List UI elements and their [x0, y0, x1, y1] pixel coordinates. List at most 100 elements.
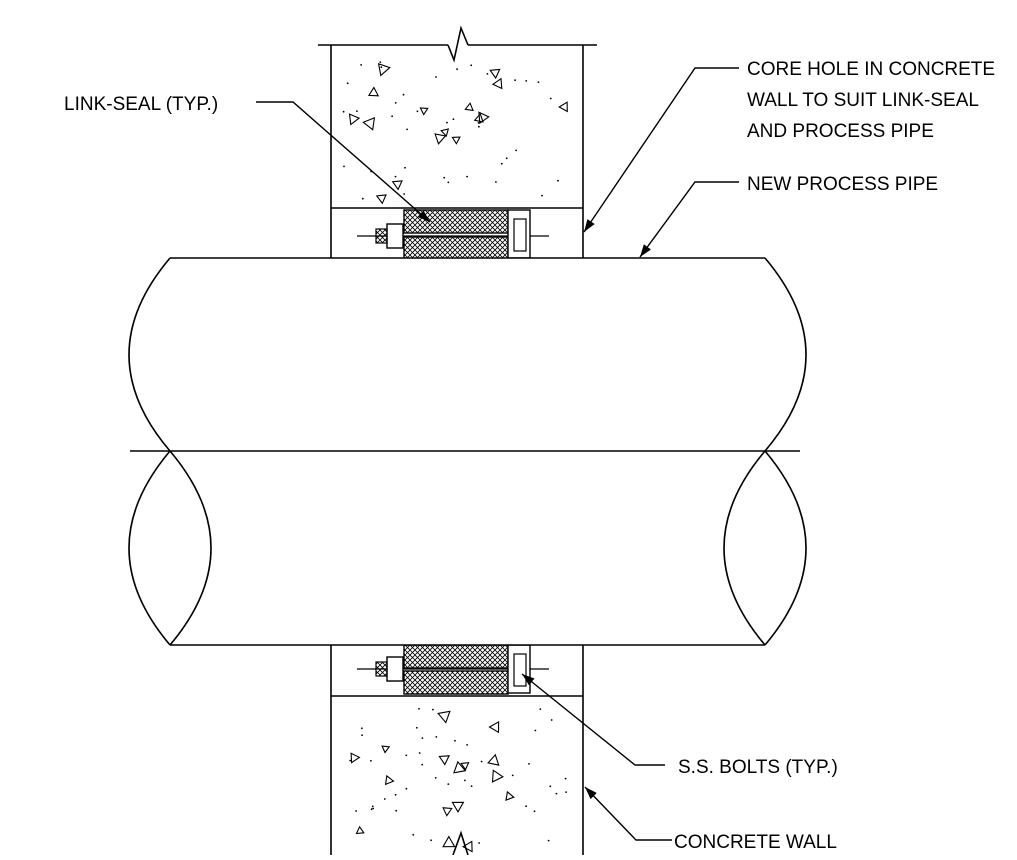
aggregate-dot	[534, 729, 537, 732]
aggregate-stone	[478, 111, 490, 125]
aggregate-dot	[360, 727, 363, 730]
aggregate-dot	[418, 708, 420, 710]
aggregate-dot	[466, 744, 468, 746]
aggregate-dot	[500, 162, 503, 165]
aggregate-dot	[478, 842, 480, 844]
aggregate-dot	[402, 93, 405, 96]
aggregate-stone	[434, 133, 447, 145]
leader-new-pipe	[639, 181, 739, 258]
label-core-hole-line1: CORE HOLE IN CONCRETE	[747, 59, 995, 80]
aggregate-stone	[391, 180, 403, 191]
aggregate-dot	[391, 115, 393, 118]
aggregate-dot	[421, 737, 424, 739]
aggregate-dot	[557, 179, 559, 182]
aggregate-stone	[451, 801, 465, 814]
upper-concrete-wall	[318, 25, 597, 258]
aggregate-stone	[473, 112, 484, 123]
aggregate-dot	[406, 128, 408, 131]
aggregate-dot	[564, 777, 567, 780]
aggregate-stone	[375, 194, 387, 205]
aggregate-stone	[377, 62, 391, 77]
aggregate-stone	[362, 117, 376, 131]
aggregate-stone	[491, 769, 504, 783]
aggregate-dot	[443, 176, 446, 179]
aggregate-dot	[511, 774, 514, 777]
aggregate-dot	[370, 808, 373, 811]
aggregate-stone	[348, 113, 361, 126]
aggregate-stone	[505, 790, 515, 801]
aggregate-stone	[440, 128, 450, 138]
aggregate-stone	[350, 752, 361, 764]
aggregate-dot	[464, 779, 466, 782]
link-seal-upper	[357, 209, 549, 260]
upper-concrete-aggregate	[342, 61, 568, 205]
aggregate-dot	[403, 193, 405, 195]
aggregate-dot	[454, 739, 456, 742]
label-ss-bolts: S.S. BOLTS (TYP.)	[678, 757, 838, 778]
aggregate-dot	[505, 157, 508, 160]
aggregate-stone	[367, 86, 380, 97]
aggregate-dot	[549, 785, 552, 788]
aggregate-dot	[480, 760, 483, 763]
aggregate-dot	[395, 809, 398, 812]
aggregate-dot	[447, 783, 450, 785]
aggregate-stone	[487, 753, 500, 766]
aggregate-dot	[549, 97, 552, 100]
aggregate-stone	[442, 807, 453, 817]
aggregate-stone	[355, 825, 365, 835]
leader-core-hole	[583, 67, 739, 233]
aggregate-dot	[528, 763, 530, 765]
aggregate-dot	[394, 175, 397, 178]
aggregate-dot	[342, 110, 345, 113]
aggregate-dot	[435, 736, 438, 738]
aggregate-dot	[360, 64, 362, 66]
aggregate-stone	[381, 745, 391, 754]
aggregate-dot	[356, 110, 358, 112]
aggregate-dot	[430, 839, 432, 842]
aggregate-dot	[405, 787, 408, 790]
aggregate-dot	[361, 734, 363, 736]
aggregate-dot	[466, 175, 468, 178]
label-core-hole-line2: WALL TO SUIT LINK-SEAL	[747, 90, 979, 111]
aggregate-dot	[412, 833, 415, 836]
aggregate-dot	[470, 64, 473, 67]
label-core-hole-line3: AND PROCESS PIPE	[747, 121, 934, 142]
aggregate-stone	[453, 760, 467, 774]
aggregate-dot	[565, 791, 567, 793]
aggregate-dot	[515, 149, 517, 152]
aggregate-dot	[371, 805, 374, 808]
process-pipe	[128, 257, 807, 646]
aggregate-stone	[384, 774, 395, 786]
aggregate-dot	[477, 122, 480, 124]
aggregate-dot	[383, 798, 386, 800]
lower-concrete-aggregate	[349, 708, 567, 853]
aggregate-dot	[470, 785, 473, 787]
aggregate-dot	[404, 166, 406, 169]
aggregate-dot	[539, 708, 542, 710]
aggregate-stone	[451, 136, 461, 145]
aggregate-dot	[355, 810, 357, 812]
aggregate-dot	[346, 82, 349, 85]
aggregate-dot	[478, 125, 480, 128]
aggregate-stone	[489, 68, 501, 80]
aggregate-dot	[456, 68, 458, 71]
aggregate-dot	[541, 194, 543, 197]
aggregate-stone	[491, 77, 503, 90]
aggregate-dot	[421, 763, 424, 766]
aggregate-dot	[343, 165, 345, 168]
aggregate-dot	[435, 76, 437, 78]
aggregate-dot	[415, 726, 418, 729]
link-seal-lower	[357, 644, 549, 695]
aggregate-stone	[442, 835, 456, 848]
aggregate-dot	[446, 121, 448, 124]
aggregate-dot	[394, 102, 397, 104]
leader-ss-bolts	[521, 673, 665, 766]
aggregate-stone	[558, 101, 568, 113]
aggregate-dot	[555, 792, 558, 795]
lower-concrete-wall	[330, 645, 584, 856]
aggregate-dot	[525, 80, 528, 82]
label-new-process-pipe: NEW PROCESS PIPE	[747, 174, 938, 195]
aggregate-dot	[452, 118, 455, 121]
